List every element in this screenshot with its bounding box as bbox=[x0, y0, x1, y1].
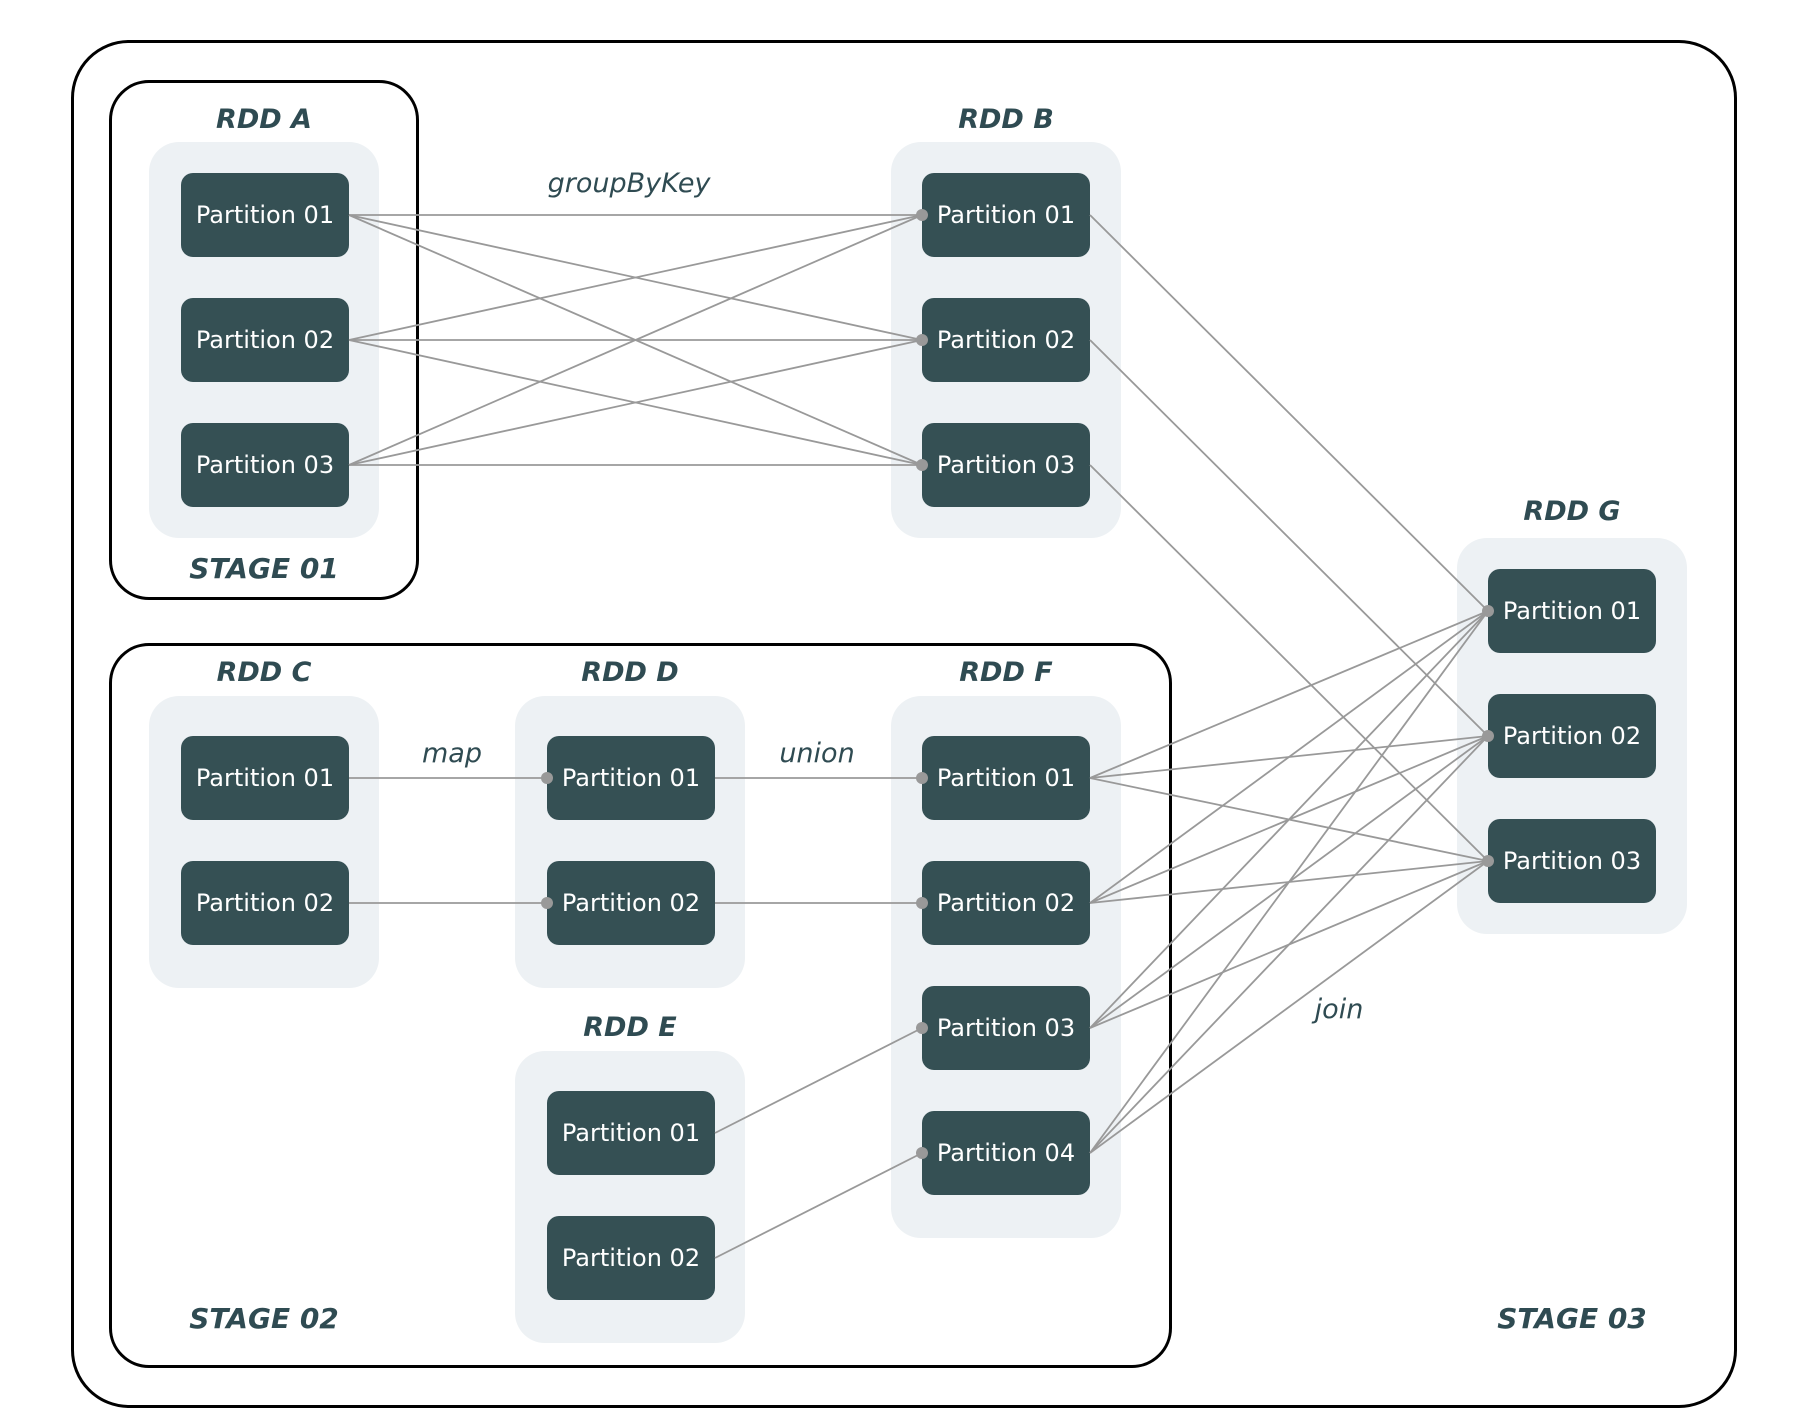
rdd-f-partition-04: Partition 04 bbox=[922, 1111, 1090, 1195]
rdd-e-partition-01: Partition 01 bbox=[547, 1091, 715, 1175]
rdd-a-partition-01: Partition 01 bbox=[181, 173, 349, 257]
rdd-f-partition-01: Partition 01 bbox=[922, 736, 1090, 820]
rdd-g-title: RDD G bbox=[1523, 496, 1621, 527]
rdd-e-title: RDD E bbox=[583, 1012, 677, 1043]
rdd-c-partition-02: Partition 02 bbox=[181, 861, 349, 945]
rdd-a-partition-03: Partition 03 bbox=[181, 423, 349, 507]
rdd-f-partition-02: Partition 02 bbox=[922, 861, 1090, 945]
stage-01-label: STAGE 01 bbox=[189, 552, 339, 585]
rdd-g-partition-03: Partition 03 bbox=[1488, 819, 1656, 903]
stage-03-frame bbox=[71, 40, 1737, 1408]
groupbykey-label: groupByKey bbox=[547, 168, 711, 199]
rdd-c-partition-01: Partition 01 bbox=[181, 736, 349, 820]
rdd-d-title: RDD D bbox=[581, 657, 679, 688]
rdd-b-partition-02: Partition 02 bbox=[922, 298, 1090, 382]
rdd-a-partition-02: Partition 02 bbox=[181, 298, 349, 382]
rdd-g-partition-01: Partition 01 bbox=[1488, 569, 1656, 653]
rdd-a-title: RDD A bbox=[216, 104, 312, 135]
rdd-f-title: RDD F bbox=[959, 657, 1053, 688]
rdd-d-partition-02: Partition 02 bbox=[547, 861, 715, 945]
rdd-d-partition-01: Partition 01 bbox=[547, 736, 715, 820]
rdd-b-title: RDD B bbox=[958, 104, 1054, 135]
join-label: join bbox=[1314, 994, 1364, 1025]
union-label: union bbox=[779, 738, 855, 769]
map-label: map bbox=[422, 738, 482, 769]
rdd-c-title: RDD C bbox=[216, 657, 312, 688]
stage-03-label: STAGE 03 bbox=[1497, 1302, 1647, 1335]
rdd-f-partition-03: Partition 03 bbox=[922, 986, 1090, 1070]
rdd-e-partition-02: Partition 02 bbox=[547, 1216, 715, 1300]
rdd-b-partition-03: Partition 03 bbox=[922, 423, 1090, 507]
rdd-b-partition-01: Partition 01 bbox=[922, 173, 1090, 257]
stage-02-label: STAGE 02 bbox=[189, 1302, 339, 1335]
rdd-g-partition-02: Partition 02 bbox=[1488, 694, 1656, 778]
